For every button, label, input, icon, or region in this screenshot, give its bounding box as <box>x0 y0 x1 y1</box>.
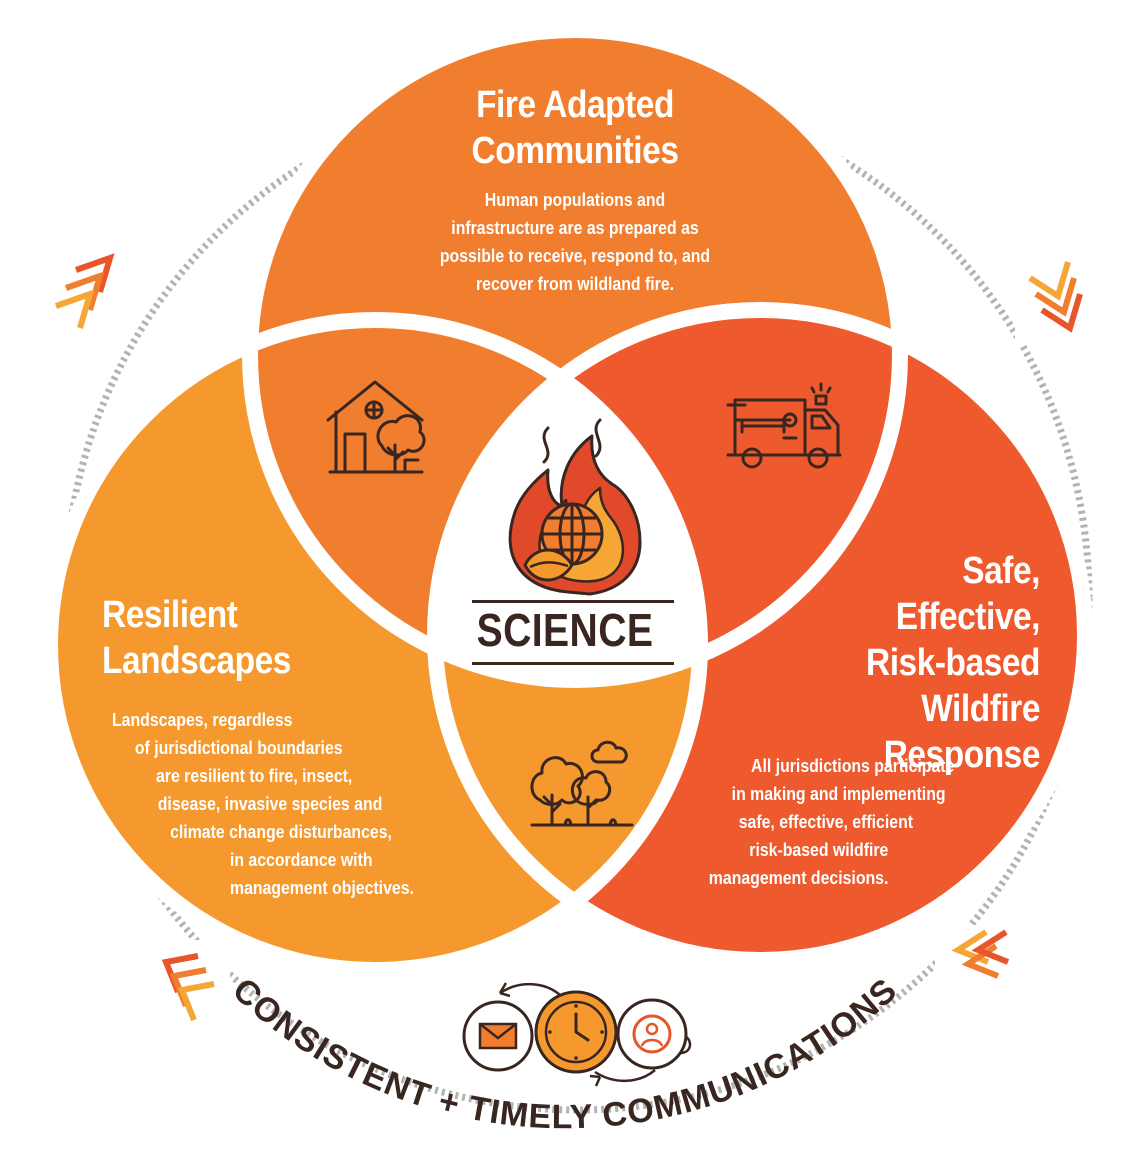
wildfire-response-title: Safe, Effective, Risk-based Wildfire Res… <box>865 550 1040 776</box>
person-icon <box>616 998 688 1070</box>
chevron-top-right-icon <box>1028 261 1083 333</box>
chevron-top-left-icon <box>55 253 115 329</box>
flame-globe-leaf-icon <box>508 418 642 596</box>
house-with-tree-icon <box>326 380 426 474</box>
wildfire-response-description: All jurisdictions participate in making … <box>708 756 955 888</box>
clock-icon <box>534 990 618 1074</box>
science-top-rule <box>472 600 674 603</box>
science-bottom-rule <box>472 662 674 665</box>
resilient-landscapes-description: Landscapes, regardless of jurisdictional… <box>112 710 414 898</box>
fire-adapted-communities-description: Human populations and infrastructure are… <box>439 190 711 294</box>
chevron-bottom-right-icon <box>951 929 1010 979</box>
communication-icons <box>462 982 692 1087</box>
fire-truck-icon <box>726 382 842 469</box>
science-label: SCIENCE <box>476 604 654 656</box>
chevron-bottom-left-icon <box>161 953 215 1022</box>
fire-adapted-communities-title: Fire Adapted Communities <box>471 84 679 172</box>
resilient-landscapes-title: Resilient Landscapes <box>102 594 291 682</box>
envelope-icon <box>462 1000 534 1072</box>
trees-and-cloud-icon <box>530 740 634 827</box>
